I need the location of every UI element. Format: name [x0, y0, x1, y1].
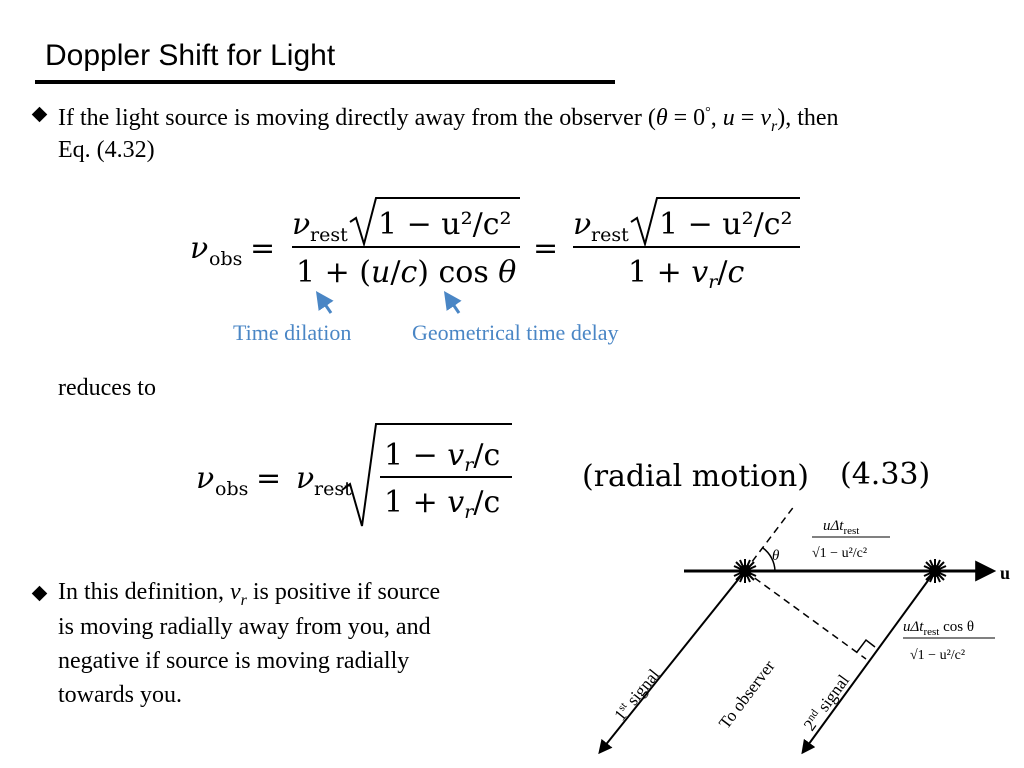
svg-text:uΔtrest cos θ: uΔtrest cos θ: [903, 619, 974, 638]
equation-4-32: ν obs = ν rest 1 − u²/c² 1 + (u/c) cos θ…: [190, 197, 800, 293]
svg-text:=: =: [250, 231, 275, 266]
svg-text:1 + vr/c: 1 + vr/c: [384, 485, 500, 523]
second-signal-line: [801, 570, 936, 755]
svg-text:ν: ν: [196, 461, 214, 496]
bullet-2-line-2: is moving radially away from you, and: [58, 614, 431, 640]
svg-text:uΔtrest: uΔtrest: [823, 518, 859, 537]
time-dilation-label: Time dilation: [233, 320, 352, 345]
svg-text:1 − vr/c: 1 − vr/c: [384, 438, 500, 476]
time-dilation-arrow: [315, 291, 334, 314]
theta-arc: [762, 547, 776, 572]
svg-text:=: =: [256, 461, 281, 496]
source-position-1: [733, 559, 757, 583]
svg-text:ν: ν: [292, 207, 310, 242]
svg-text:ν: ν: [573, 207, 591, 242]
svg-text:1 + vr/c: 1 + vr/c: [628, 255, 744, 293]
svg-text:1 − u²/c²: 1 − u²/c²: [659, 207, 793, 242]
svg-text:θ: θ: [772, 548, 780, 564]
svg-text:(4.33): (4.33): [840, 457, 930, 492]
top-distance-label: uΔtrest √1 − u²/c²: [812, 518, 890, 561]
bullet-2-line-3: negative if source is moving radially: [58, 648, 410, 674]
doppler-geometry-diagram: u θ: [598, 504, 1010, 755]
right-angle-marker: [856, 638, 876, 653]
line-of-sight-dashed: [744, 504, 796, 572]
svg-text:obs: obs: [209, 248, 242, 270]
svg-text:ν: ν: [296, 461, 314, 496]
equation-4-33: ν obs = ν rest 1 − vr/c 1 + vr/c (radial…: [196, 423, 930, 527]
svg-text:1 + (u/c) cos θ: 1 + (u/c) cos θ: [296, 255, 516, 290]
bullet-1-line-1: If the light source is moving directly a…: [58, 105, 839, 135]
geometrical-delay-label: Geometrical time delay: [412, 320, 619, 345]
svg-text:rest: rest: [310, 224, 348, 246]
first-signal-label: 1st signal: [610, 665, 663, 724]
svg-text:=: =: [533, 231, 558, 266]
title-underline: [35, 80, 615, 84]
bullet-1-line-2: Eq. (4.32): [58, 137, 155, 163]
reduces-to-text: reduces to: [58, 375, 156, 401]
second-signal-label: 2nd signal: [800, 671, 853, 734]
perpendicular-dashed: [744, 570, 867, 660]
svg-text:√1 − u²/c²: √1 − u²/c²: [910, 648, 965, 663]
svg-text:ν: ν: [190, 231, 208, 266]
source-position-2: [923, 559, 947, 583]
first-signal-line: [598, 570, 746, 755]
svg-text:(radial motion): (radial motion): [582, 459, 809, 494]
svg-text:1 − u²/c²: 1 − u²/c²: [378, 207, 512, 242]
bullet-2-line-1: In this definition, vr is positive if so…: [58, 579, 441, 609]
svg-text:obs: obs: [215, 478, 248, 500]
svg-text:rest: rest: [591, 224, 629, 246]
bullet-2-line-4: towards you.: [58, 682, 182, 708]
to-observer-label: To observer: [715, 656, 779, 732]
svg-text:rest: rest: [314, 478, 352, 500]
svg-text:u: u: [1000, 563, 1010, 583]
side-distance-label: uΔtrest cos θ √1 − u²/c²: [903, 619, 995, 663]
geometrical-delay-arrow: [443, 291, 462, 314]
slide-title: Doppler Shift for Light: [45, 39, 336, 72]
svg-text:√1 − u²/c²: √1 − u²/c²: [812, 546, 867, 561]
